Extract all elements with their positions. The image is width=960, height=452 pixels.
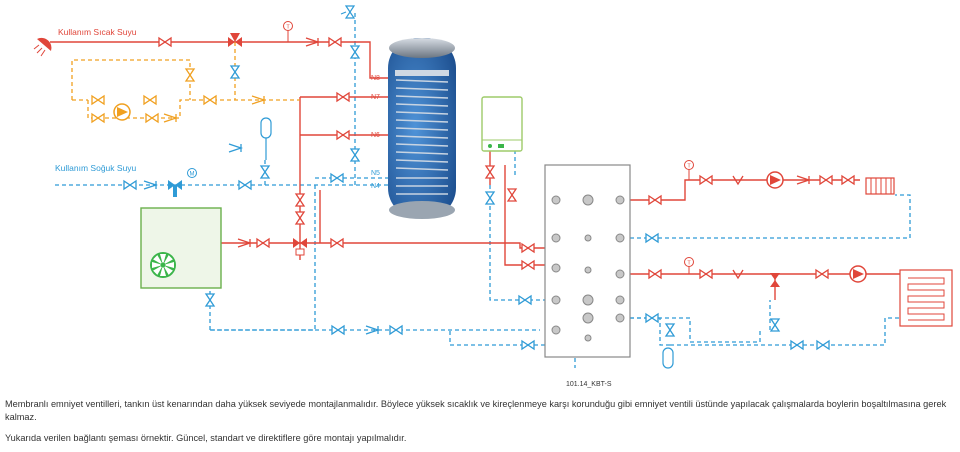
mixing-valve-icon[interactable] [228,33,242,47]
valve-icon[interactable] [485,165,495,179]
mixing-valve-icon[interactable] [293,238,307,256]
pump-icon[interactable] [766,171,784,189]
buffer-code-label: 101.14_KBT-S [566,381,612,388]
thermometer-icon: T [684,160,694,180]
valve-icon[interactable] [256,238,270,248]
valve-icon[interactable] [521,340,535,350]
hot-water-label: Kullanım Sıcak Suyu [58,27,137,37]
valve-icon[interactable] [143,95,157,105]
valve-icon[interactable] [203,95,217,105]
thermometer-icon: T [684,257,694,274]
hot-water-tank [388,38,456,219]
valve-icon[interactable] [185,68,195,82]
valve-icon[interactable] [91,113,105,123]
valve-icon[interactable] [158,37,172,47]
valve-icon[interactable] [260,165,270,179]
expansion-vessel-icon [260,117,272,160]
boiler [481,96,523,152]
valve-icon[interactable] [295,211,305,225]
port-n7-label: N7 [371,94,380,101]
valve-icon[interactable] [350,148,360,162]
pump-icon[interactable] [849,265,867,283]
valve-icon[interactable] [819,175,833,185]
valve-icon[interactable] [238,180,252,190]
valve-icon[interactable] [330,173,344,183]
cold-water-label: Kullanım Soğuk Suyu [55,163,137,173]
valve-icon[interactable] [336,92,350,102]
valve-icon[interactable] [205,293,215,307]
valve-icon[interactable] [328,37,342,47]
svg-text:T: T [687,163,691,169]
valve-icon[interactable] [295,193,305,207]
svg-text:T: T [286,24,290,30]
valve-icon[interactable] [389,325,403,335]
valve-icon[interactable] [350,45,360,59]
check-valve-icon [228,143,242,153]
valve-icon[interactable] [521,243,535,253]
installation-note: Membranlı emniyet ventilleri, tankın üst… [5,399,947,422]
pump-icon[interactable] [113,103,131,121]
cold-water-pipes [55,10,911,368]
expansion-vessel-icon [662,347,674,369]
port-n8-label: N8 [371,75,380,82]
valve-icon[interactable] [331,325,345,335]
valve-icon[interactable] [699,175,713,185]
valve-icon[interactable] [123,180,137,190]
mixing-valve-icon[interactable] [770,273,780,287]
mixer-tap-icon[interactable] [168,180,182,197]
fan-icon [150,252,176,278]
thermometer-icon: T [283,21,293,42]
valve-icon[interactable] [665,323,675,337]
port-n5-label: N5 [371,170,380,177]
buffer-tank [544,164,631,358]
valve-icon[interactable] [770,318,780,332]
valve-icon[interactable] [91,95,105,105]
meter-icon: M [187,168,197,178]
valve-icon[interactable] [790,340,804,350]
safety-valve-icon [340,5,356,19]
valve-icon[interactable] [841,175,855,185]
floor-heating-icon [899,269,953,327]
port-n4-label: N4 [371,183,380,190]
port-n6-label: N6 [371,132,380,139]
disclaimer-note: Yukarıda verilen bağlantı şeması örnekti… [5,433,407,443]
tank-coil [395,79,449,195]
valve-icon[interactable] [648,195,662,205]
valve-icon[interactable] [518,295,532,305]
radiator-icon [865,177,895,195]
valve-icon[interactable] [230,65,240,79]
heat-pump [140,207,222,289]
valve-icon[interactable] [330,238,344,248]
valve-icon[interactable] [521,260,535,270]
valve-icon[interactable] [145,113,159,123]
valve-icon[interactable] [699,269,713,279]
svg-text:M: M [190,172,195,178]
valve-icon[interactable] [507,188,517,202]
valve-icon[interactable] [815,269,829,279]
valve-icon[interactable] [485,191,495,205]
hydraulic-schematic: Kullanım Sıcak Suyu Kullanım Soğuk Suyu [33,5,953,388]
valve-icon[interactable] [816,340,830,350]
valve-icon[interactable] [336,130,350,140]
shower-icon [33,37,52,57]
valve-icon[interactable] [645,313,659,323]
valve-icon[interactable] [648,269,662,279]
valve-icon[interactable] [645,233,659,243]
svg-text:T: T [687,260,691,266]
